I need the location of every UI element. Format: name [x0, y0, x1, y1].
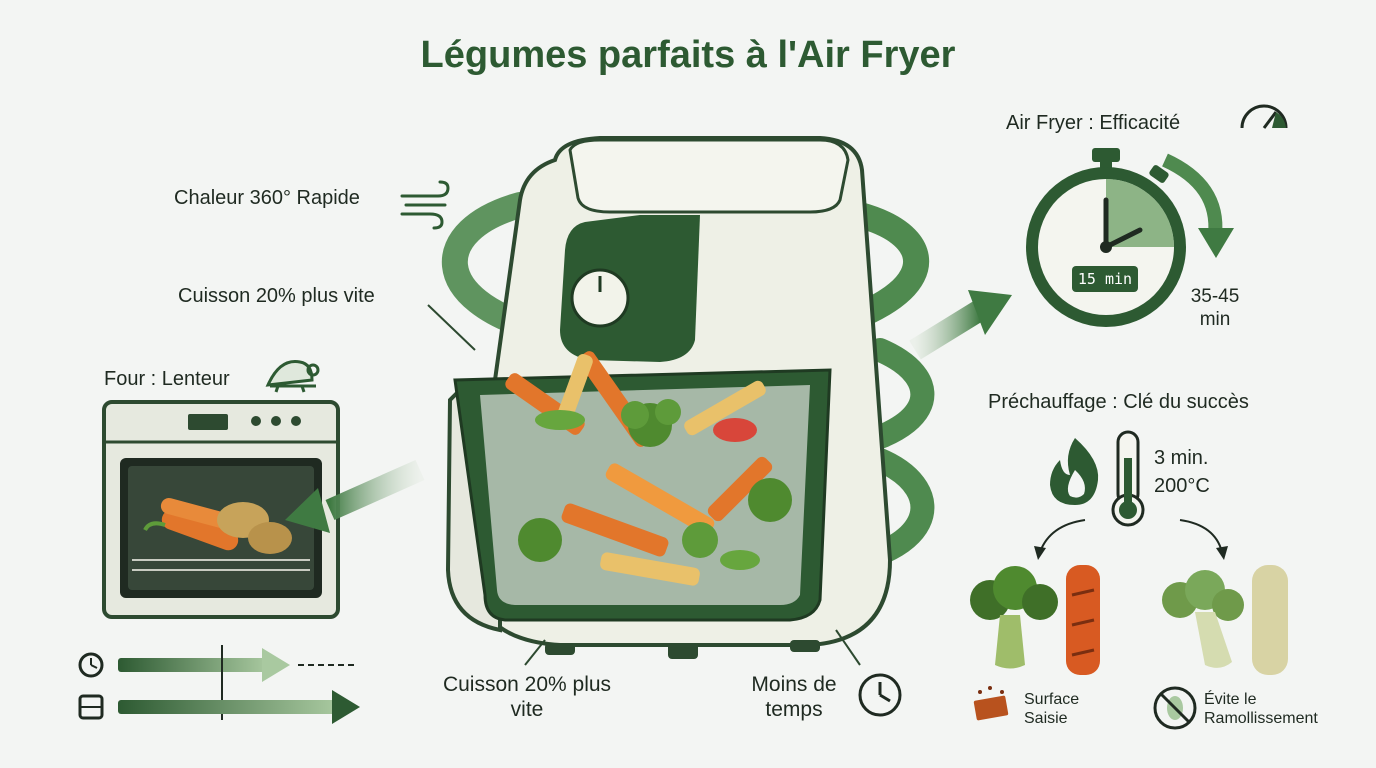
- air-fryer-illustration: [441, 136, 935, 659]
- clock-icon: [858, 673, 902, 717]
- less-time-label: Moins de temps: [751, 673, 837, 722]
- time-comparison-bars: [78, 645, 360, 724]
- preheat-temp: 200°C: [1154, 475, 1210, 497]
- seared-surface-icon: [973, 686, 1009, 721]
- turtle-icon: [265, 359, 320, 393]
- speedometer-icon: [1240, 104, 1288, 129]
- preheat-time: 3 min.: [1154, 447, 1209, 469]
- vegetables-in-basket: [505, 351, 792, 586]
- no-soggy-icon: [1153, 686, 1197, 730]
- faster-label-bottom: Cuisson 20% plus vite: [442, 673, 612, 722]
- avoid-soggy-label: Évite le Ramollissement: [1204, 691, 1318, 728]
- page-title: Légumes parfaits à l'Air Fryer: [420, 34, 956, 76]
- stopwatch-icon: [1026, 148, 1186, 327]
- faster-label-top: Cuisson 20% plus vite: [178, 285, 375, 307]
- seared-vegetables: [970, 565, 1100, 675]
- soggy-vegetables: [1162, 565, 1288, 675]
- heat-waves-icon: [400, 180, 450, 230]
- preheat-heading: Préchauffage : Clé du succès: [988, 391, 1249, 413]
- oven-heading: Four : Lenteur: [104, 368, 230, 390]
- heat-label: Chaleur 360° Rapide: [174, 187, 360, 209]
- seared-surface-label: Surface Saisie: [1024, 691, 1080, 728]
- airfryer-heading: Air Fryer : Efficacité: [1006, 112, 1181, 134]
- timer-display: 15 min: [1077, 270, 1133, 288]
- thermometer-icon: [1111, 430, 1145, 527]
- oven-illustration: [102, 400, 340, 619]
- flame-icon: [1050, 438, 1099, 505]
- cook-duration: 35-45 min: [1190, 286, 1240, 330]
